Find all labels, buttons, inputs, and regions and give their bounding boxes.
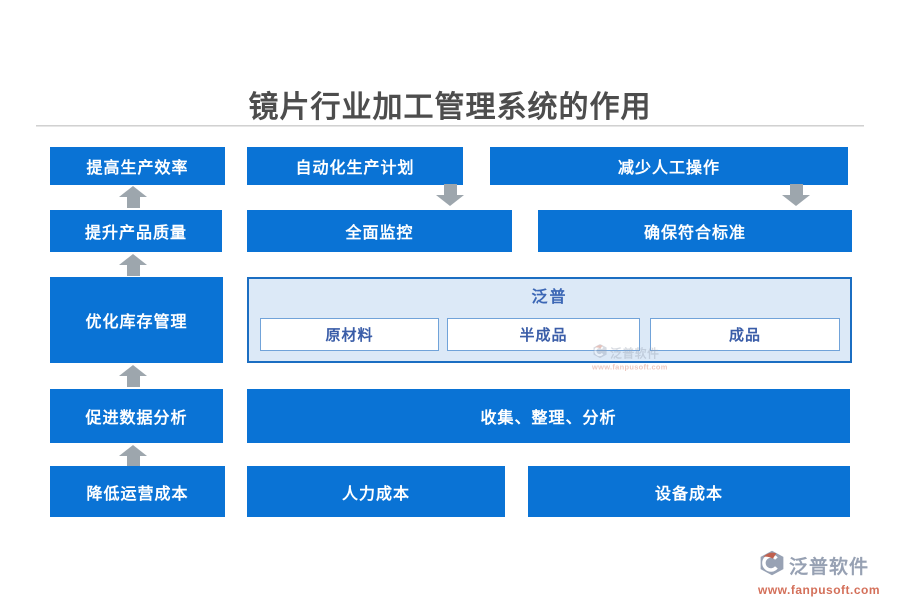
box-improve-efficiency: 提高生产效率 [50,147,225,185]
box-automated-production-plan: 自动化生产计划 [247,147,463,185]
panel-item-raw-materials: 原材料 [260,318,439,351]
title-divider [36,125,864,127]
panel-item-finished: 成品 [650,318,840,351]
box-equipment-cost: 设备成本 [528,466,850,517]
box-improve-quality: 提升产品质量 [50,210,222,252]
box-promote-data-analysis: 促进数据分析 [50,389,223,443]
watermark-url: www.fanpusoft.com [592,362,668,372]
box-ensure-standards: 确保符合标准 [538,210,852,252]
fanpu-logo-icon [758,549,786,582]
up-arrow-icon [119,365,147,387]
box-reduce-manual-operation: 减少人工操作 [490,147,848,185]
panel-item-semi-finished: 半成品 [447,318,640,351]
watermark-brand: 泛普软件 [789,557,870,578]
inventory-panel: 泛普 原材料 半成品 成品 [247,277,852,363]
center-watermark: 泛普软件 www.fanpusoft.com [592,343,668,372]
inventory-panel-header: 泛普 [531,289,568,306]
down-arrow-icon [436,184,464,206]
page-title: 镜片行业加工管理系统的作用 [248,91,652,124]
box-optimize-inventory: 优化库存管理 [50,277,223,363]
fanpu-logo-icon [592,343,608,362]
watermark-brand: 泛普软件 [609,347,660,361]
corner-watermark: 泛普软件 www.fanpusoft.com [758,549,880,597]
up-arrow-icon [119,186,147,208]
box-reduce-operating-cost: 降低运营成本 [50,466,225,517]
up-arrow-icon [119,445,147,467]
box-labor-cost: 人力成本 [247,466,505,517]
down-arrow-icon [782,184,810,206]
up-arrow-icon [119,254,147,276]
watermark-url: www.fanpusoft.com [758,583,881,597]
box-collect-organize-analyze: 收集、整理、分析 [247,389,850,443]
box-full-monitoring: 全面监控 [247,210,512,252]
